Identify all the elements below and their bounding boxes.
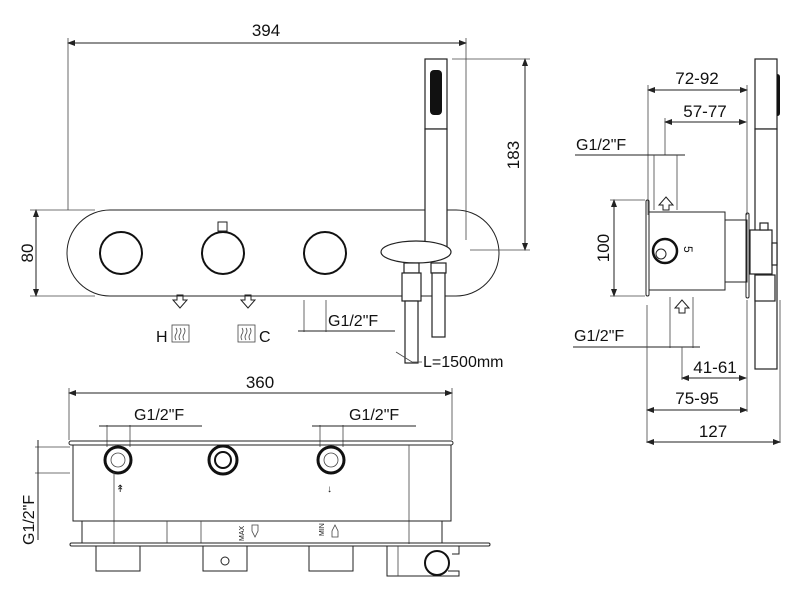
knob-pin	[220, 556, 230, 566]
max-arrow-icon	[251, 524, 259, 538]
side-shower-nozzles	[777, 74, 780, 116]
dim-label-57-77: 57-77	[683, 102, 726, 121]
dim-label-75-95: 75-95	[675, 389, 718, 408]
min-arrow-icon	[331, 524, 339, 538]
bottom-thread-label: G1/2"F	[574, 328, 624, 345]
hose-connector	[401, 272, 422, 302]
outlet-port	[207, 444, 239, 476]
valve-cartridge-zone	[81, 520, 443, 544]
knob-left-profile	[95, 545, 141, 572]
side-holder	[754, 274, 776, 302]
side-port	[651, 237, 679, 265]
hot-inlet-bore	[110, 452, 126, 468]
cold-inlet-bore	[323, 452, 339, 468]
port-marking: 5	[681, 246, 695, 253]
dim-label-80: 80	[18, 244, 37, 263]
holder-bracket	[386, 546, 460, 577]
hose-length-label: L=1500mm	[423, 354, 504, 371]
side-view: 72-92 57-77 G1/2"F 5 100 G1/2	[573, 58, 781, 445]
body-top-flange	[68, 440, 454, 446]
mounting-plate	[69, 542, 491, 547]
cold-water-icon	[237, 324, 256, 343]
wall-holder	[380, 240, 452, 264]
side-knob-cap	[771, 242, 778, 266]
dim-label-127: 127	[699, 422, 727, 441]
outlet-nut	[430, 262, 447, 274]
right-inlet-thread-label: G1/2"F	[349, 407, 399, 424]
side-cover-plate	[745, 212, 750, 299]
dim-label-41-61: 41-61	[693, 358, 736, 377]
side-knob-indicator	[759, 222, 769, 231]
hot-inlet-port	[103, 445, 133, 475]
side-body-extension	[724, 219, 748, 283]
min-label: MIN	[319, 523, 326, 536]
hot-label: H	[156, 329, 168, 346]
holder-clip	[447, 545, 460, 555]
cold-inlet-port	[316, 445, 346, 475]
inlet-arrow-icon	[171, 294, 189, 309]
outlet-elbow	[424, 550, 450, 576]
cover-plate	[66, 209, 500, 297]
dim-label-183: 183	[504, 141, 523, 169]
hose-nut	[403, 262, 420, 274]
knob-center-profile	[202, 545, 248, 572]
knob-right	[303, 231, 347, 275]
bottom-view: 360 G1/2"F G1/2"F ↟ ↓ MAX MIN	[21, 373, 491, 577]
hot-water-icon	[171, 324, 190, 343]
shower-handle	[424, 128, 448, 250]
cold-label: C	[259, 329, 271, 346]
knob-left	[99, 231, 143, 275]
hot-marking: ↟	[116, 484, 124, 495]
side-port-bore	[655, 248, 667, 260]
front-view: 394 80 183 G1/2"F	[18, 21, 530, 371]
knob-thermostat	[201, 231, 245, 275]
dim-label-360: 360	[246, 373, 274, 392]
dim-label-72-92: 72-92	[675, 69, 718, 88]
dim-label-100: 100	[594, 234, 613, 262]
side-knob	[749, 229, 773, 275]
max-label: MAX	[239, 526, 246, 542]
outlet-pipe	[431, 272, 446, 338]
hose	[404, 300, 419, 364]
top-thread-label: G1/2"F	[576, 137, 626, 154]
outlet-bore	[214, 451, 232, 469]
left-inlet-thread-label: G1/2"F	[134, 407, 184, 424]
knob-right-profile	[308, 545, 354, 572]
outlet-thread-label: G1/2"F	[328, 313, 378, 330]
side-shower-head	[754, 58, 778, 130]
inlet-arrow-icon	[657, 196, 675, 211]
inlet-arrow-icon	[673, 299, 691, 314]
leader-line	[395, 351, 422, 363]
knob-indicator	[217, 221, 228, 232]
shower-nozzles	[430, 70, 442, 115]
side-thread-label: G1/2"F	[21, 495, 38, 545]
inlet-arrow-icon	[239, 294, 257, 309]
dim-label-394: 394	[252, 21, 280, 40]
cold-marking: ↓	[327, 484, 332, 495]
